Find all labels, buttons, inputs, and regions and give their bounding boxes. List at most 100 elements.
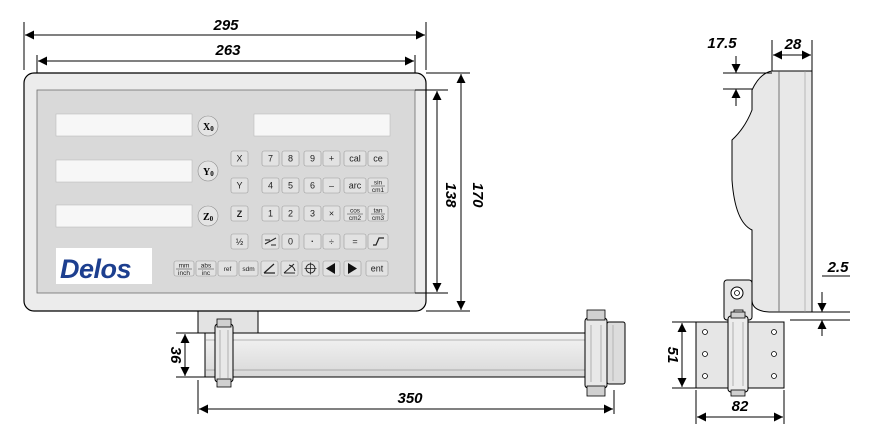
axis-y-zero-button[interactable]: Y0 [197, 160, 219, 182]
svg-text:9: 9 [310, 154, 315, 164]
dim-depth-label: 28 [784, 36, 802, 53]
key-tan-cm3[interactable]: tan cm3 [367, 205, 389, 222]
key-equals[interactable]: = [343, 233, 367, 250]
svg-text:ref: ref [224, 266, 232, 273]
key-4[interactable]: 4 [261, 177, 280, 194]
keypad-row-3: Z 1 2 3 × cos cm2 tan cm3 [230, 205, 389, 222]
svg-text:ent: ent [371, 264, 384, 274]
key-sqrt[interactable] [367, 233, 389, 250]
svg-text:cos: cos [350, 208, 361, 215]
key-sin-cm1[interactable]: sin cm1 [367, 177, 389, 194]
dim-arm-height-label: 36 [167, 347, 184, 364]
brand-logo-text: Delos [60, 254, 132, 284]
key-1[interactable]: 1 [261, 205, 280, 222]
dim-bottom-gap-label: 2.5 [827, 259, 850, 276]
keypad-row-1: X 7 8 9 + cal ce [230, 150, 389, 167]
dim-overall-height-label: 170 [469, 182, 486, 208]
key-half[interactable]: ½ [230, 233, 249, 250]
arm-hinge-left [214, 323, 234, 383]
dim-side-offset-label: 17.5 [707, 35, 737, 52]
dim-arm-height: 36 [167, 332, 205, 378]
dim-panel-width-label: 263 [214, 42, 241, 59]
key-ent[interactable]: ent [365, 260, 389, 277]
brand-logo: Delos [56, 248, 152, 284]
axis-x-zero-button[interactable]: X0 [197, 115, 219, 137]
svg-text:sin: sin [374, 180, 383, 187]
key-right[interactable] [343, 260, 362, 277]
dim-panel-height-label: 138 [442, 182, 459, 208]
key-9[interactable]: 9 [303, 150, 322, 167]
arc-icon [283, 263, 296, 274]
key-3[interactable]: 3 [303, 205, 322, 222]
svg-text:ce: ce [373, 154, 383, 164]
svg-text:inc: inc [202, 270, 211, 277]
key-5[interactable]: 5 [281, 177, 300, 194]
key-arc[interactable]: arc [343, 177, 367, 194]
svg-text:7: 7 [268, 154, 273, 164]
key-cos-cm2[interactable]: cos cm2 [343, 205, 367, 222]
svg-text:2: 2 [288, 209, 293, 219]
key-mm-inch[interactable]: mm inch [173, 260, 195, 277]
key-7[interactable]: 7 [261, 150, 280, 167]
display-y [55, 159, 193, 183]
key-dot[interactable]: · [303, 233, 322, 250]
key-divide[interactable]: ÷ [322, 233, 341, 250]
dim-depth: 28 [771, 36, 813, 71]
keypad-row-2: Y 4 5 6 – arc sin cm1 [230, 177, 389, 194]
key-multiply[interactable]: × [322, 205, 341, 222]
svg-text:Y: Y [236, 181, 242, 191]
key-incline[interactable] [260, 260, 279, 277]
svg-text:X: X [236, 154, 242, 164]
dim-overall-width: 295 [23, 17, 427, 70]
axis-z-zero-button[interactable]: Z0 [197, 205, 219, 227]
key-6[interactable]: 6 [303, 177, 322, 194]
key-cal[interactable]: cal [343, 150, 367, 167]
dim-side-offset: 17.5 [707, 35, 772, 106]
key-y[interactable]: Y [230, 177, 249, 194]
svg-text:cal: cal [349, 154, 361, 164]
key-arc-function[interactable] [280, 260, 299, 277]
key-abs-inc[interactable]: abs inc [195, 260, 217, 277]
svg-text:1: 1 [268, 209, 273, 219]
svg-text:8: 8 [288, 154, 293, 164]
keypad-row-5: mm inch abs inc ref sdm [173, 260, 389, 277]
svg-text:÷: ÷ [329, 237, 334, 247]
key-2[interactable]: 2 [281, 205, 300, 222]
key-0[interactable]: 0 [281, 233, 300, 250]
dim-panel-height: 138 [415, 89, 459, 294]
dim-bracket-height: 51 [664, 321, 696, 389]
key-minus[interactable]: – [322, 177, 341, 194]
support-arm [204, 309, 626, 397]
svg-text:–: – [329, 181, 334, 191]
side-housing-profile [731, 70, 813, 313]
front-view: 295 263 [23, 17, 626, 414]
key-plus[interactable]: + [322, 150, 341, 167]
key-left[interactable] [322, 260, 341, 277]
key-ref[interactable]: ref [217, 260, 238, 277]
key-sdm[interactable]: sdm [238, 260, 259, 277]
display-calc [253, 113, 391, 137]
svg-text:3: 3 [310, 209, 315, 219]
plus-minus-icon [264, 237, 277, 246]
dim-bracket-width: 82 [695, 390, 785, 424]
svg-text:cm2: cm2 [349, 215, 362, 222]
dim-overall-height: 170 [426, 72, 486, 312]
svg-text:0: 0 [288, 237, 293, 247]
svg-text:=: = [352, 237, 357, 247]
key-8[interactable]: 8 [281, 150, 300, 167]
key-x[interactable]: X [230, 150, 249, 167]
dim-arm-length-label: 350 [397, 390, 423, 407]
key-sign-toggle[interactable] [261, 233, 280, 250]
bracket-plate [695, 311, 785, 397]
display-z [55, 204, 193, 228]
keypad-row-4: ½ 0 · ÷ = [230, 233, 389, 250]
dim-bracket-height-label: 51 [664, 347, 681, 364]
key-circle-holes[interactable] [301, 260, 320, 277]
dim-bracket-width-label: 82 [732, 398, 749, 415]
svg-text:sdm: sdm [242, 266, 254, 273]
svg-text:·: · [311, 237, 314, 247]
key-ce[interactable]: ce [367, 150, 389, 167]
arm-hinge-right [584, 317, 608, 389]
key-z[interactable]: Z [230, 205, 249, 222]
arrow-left-icon [326, 263, 335, 274]
